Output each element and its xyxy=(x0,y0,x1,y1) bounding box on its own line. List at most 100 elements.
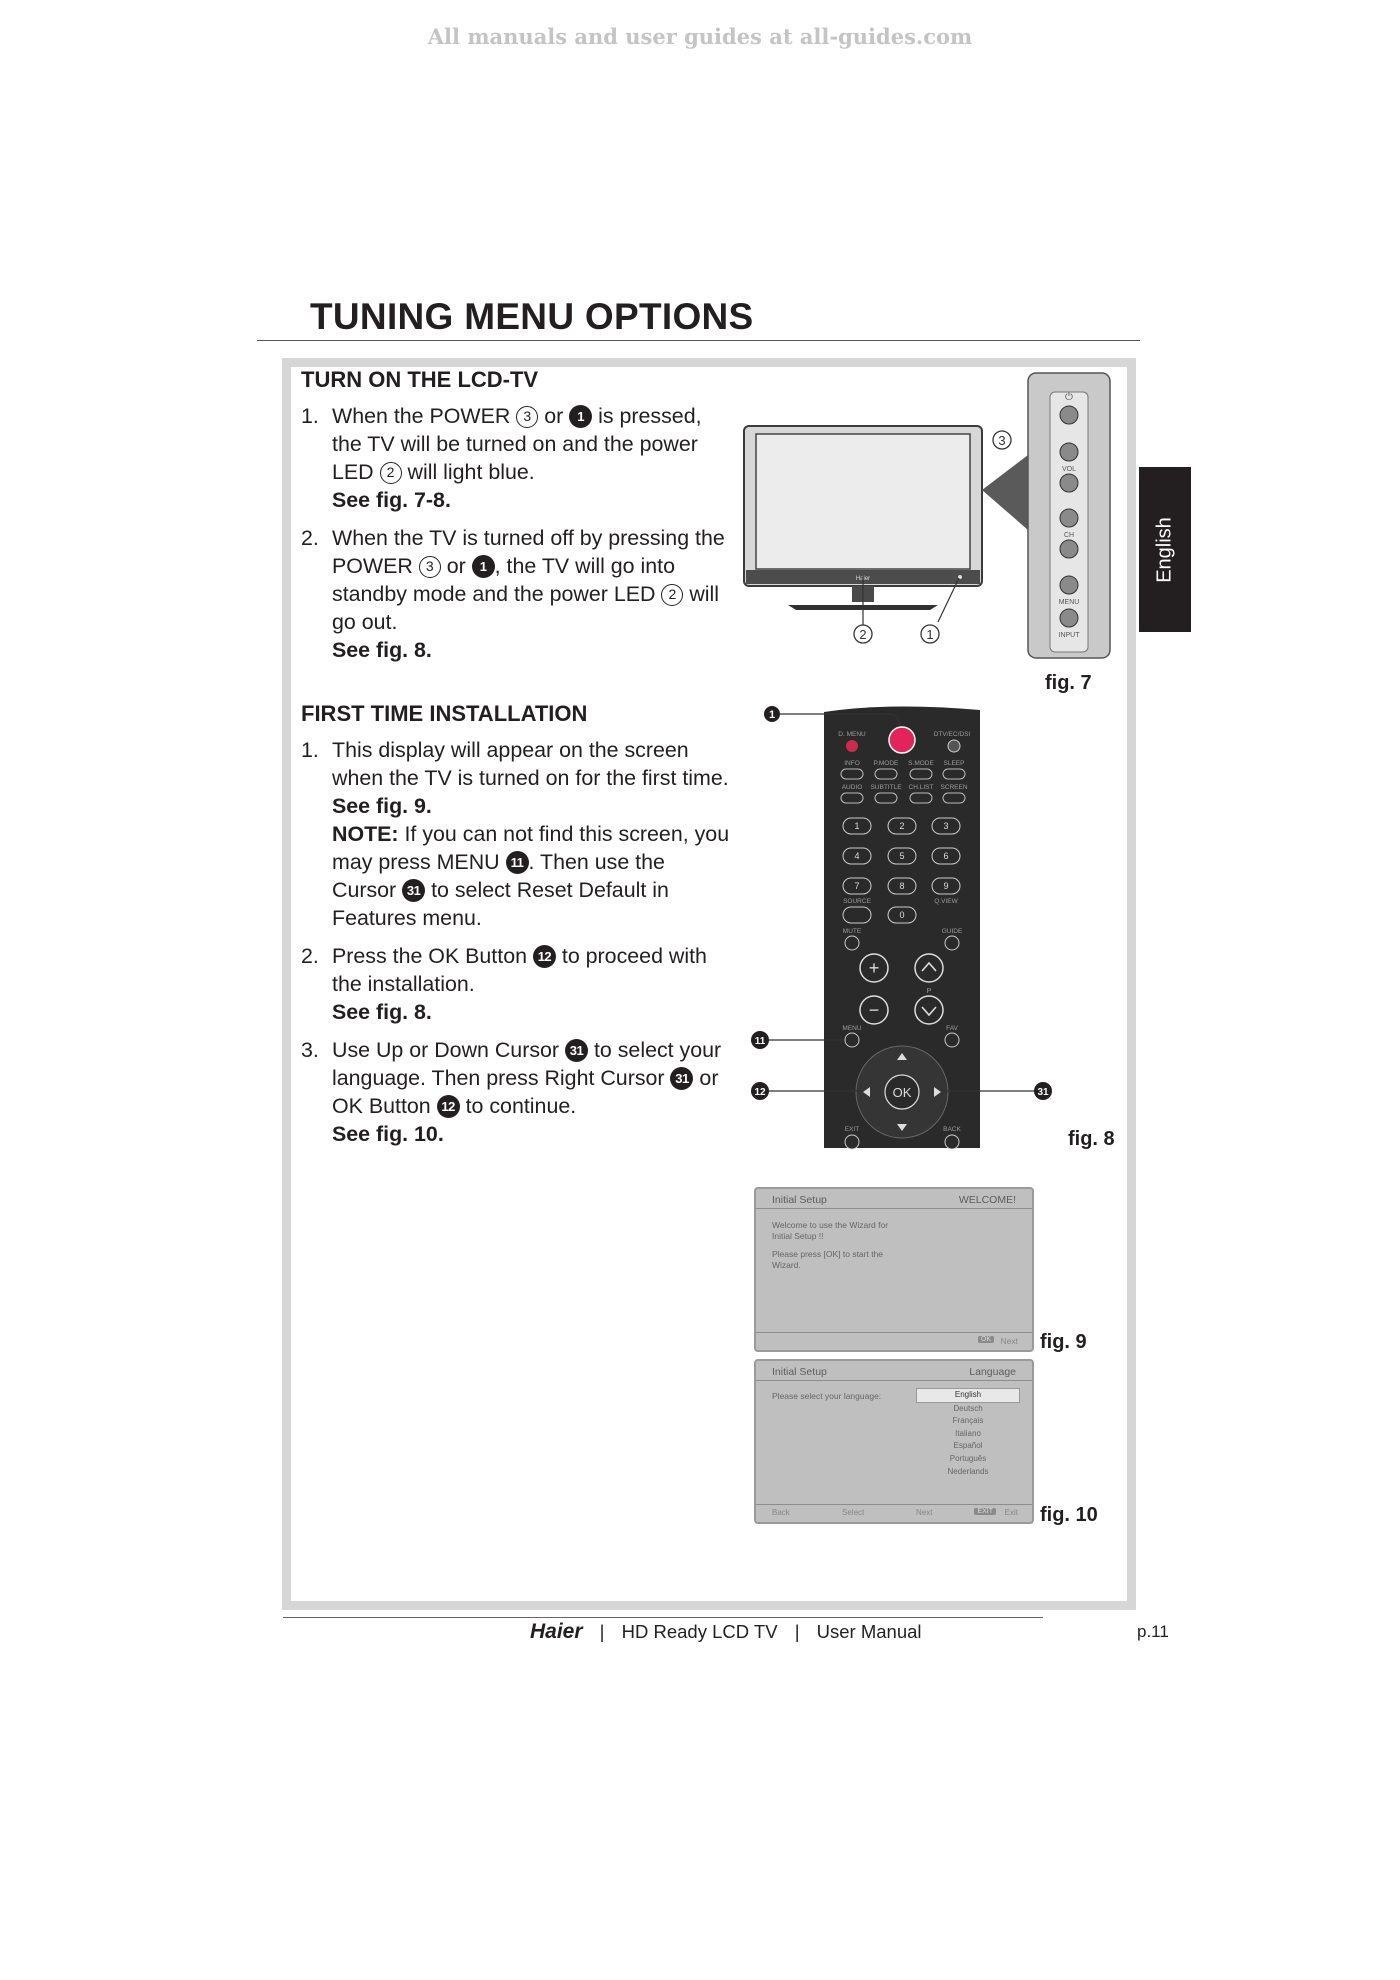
remote-label-qview: Q.VIEW xyxy=(934,898,958,905)
volume-up-button-icon xyxy=(859,953,889,983)
pmode-button-icon xyxy=(874,768,898,780)
p-label: P xyxy=(927,988,932,995)
fig8-remote-illustration: D. MENU DTV/EC/DSI INFO P.MODE S.MODE SL… xyxy=(751,706,1052,1150)
step-text: Use Up or Down Cursor xyxy=(332,1038,565,1062)
callout-line xyxy=(889,713,901,727)
arrow-down-icon xyxy=(897,1124,907,1131)
num-0-button-icon xyxy=(887,906,917,924)
step-number: 3. xyxy=(301,1038,319,1062)
step-text: to continue. xyxy=(459,1094,577,1118)
language-prompt: Please select your language: xyxy=(772,1391,882,1401)
watermark: All manuals and user guides at all-guide… xyxy=(427,24,973,49)
side-tab-label: English xyxy=(1153,516,1176,583)
callout-marker xyxy=(751,1031,769,1049)
step-number: 2. xyxy=(301,526,319,550)
step-text: to select your language. Then press Righ… xyxy=(332,1038,722,1090)
note-label: NOTE: xyxy=(332,822,399,846)
remote-label-menu: MENU xyxy=(842,1025,861,1032)
callout-number: 12 xyxy=(754,1087,766,1098)
callout-marker xyxy=(992,430,1012,450)
screen-header-left: Initial Setup xyxy=(772,1194,827,1206)
page-footer: Haier | HD Ready LCD TV | User Manual xyxy=(530,1620,922,1644)
footer-select-label: Select xyxy=(842,1508,865,1517)
language-list: English Deutsch Français Italiano Españo… xyxy=(916,1388,1020,1478)
language-option-selected[interactable]: English xyxy=(916,1388,1020,1403)
language-option[interactable]: Português xyxy=(949,1453,987,1463)
remote-label-smode: S.MODE xyxy=(908,760,934,767)
language-option[interactable]: Français xyxy=(952,1416,984,1426)
step-text: or xyxy=(538,404,570,428)
page-title: TUNING MENU OPTIONS xyxy=(310,296,754,337)
note: NOTE: If you can not find this screen, y… xyxy=(332,822,729,930)
figure-reference: See fig. 8. xyxy=(332,638,432,662)
callout-number: 1 xyxy=(769,709,775,721)
language-side-tab: English xyxy=(1139,467,1191,632)
callout-marker xyxy=(764,706,780,722)
step-number: 2. xyxy=(301,944,319,968)
channel-up-button-icon xyxy=(914,953,944,983)
step-text: Press the OK Button xyxy=(332,944,533,968)
panel-label-input: INPUT xyxy=(1059,632,1081,639)
welcome-line: Initial Setup !! xyxy=(772,1231,824,1241)
sleep-button-icon xyxy=(942,768,966,780)
figure-reference: See fig. 8. xyxy=(332,1000,432,1024)
fig9-label: fig. 9 xyxy=(1040,1331,1087,1353)
screen-header-left: Initial Setup xyxy=(772,1366,827,1378)
fig10-language-screen: Initial Setup Language Please select you… xyxy=(754,1359,1034,1524)
callout-number: 2 xyxy=(859,627,866,642)
num-label: 5 xyxy=(899,851,904,861)
callout-number: 31 xyxy=(1037,1087,1049,1098)
screen-header: Initial Setup Language xyxy=(756,1361,1032,1381)
num-label: 3 xyxy=(943,821,948,831)
callout-badge: 2 xyxy=(379,462,402,484)
list-item: 2. When the TV is turned off by pressing… xyxy=(301,524,731,664)
language-option[interactable]: Deutsch xyxy=(953,1403,983,1413)
remote-label-chlist: CH.LIST xyxy=(909,784,934,791)
callout-badge: 31 xyxy=(670,1067,694,1090)
tv-screen xyxy=(755,433,971,570)
remote-label-sleep: SLEEP xyxy=(944,760,965,767)
language-option[interactable]: Nederlands xyxy=(947,1466,989,1476)
num-label: 4 xyxy=(854,851,859,861)
channel-down-button-icon xyxy=(914,995,944,1025)
panel-label-menu: MENU xyxy=(1059,599,1080,606)
num-label: 2 xyxy=(899,821,904,831)
callout-number: 1 xyxy=(926,627,933,642)
step-text: or OK Button xyxy=(332,1066,719,1118)
footer-separator: | xyxy=(599,1621,605,1642)
num-2-button-icon xyxy=(887,817,917,835)
section-turn-on: TURN ON THE LCD-TV 1. When the POWER 3 o… xyxy=(301,366,731,674)
volume-down-button-icon xyxy=(859,995,889,1025)
num-7-button-icon xyxy=(842,877,872,895)
list-item: 3. Use Up or Down Cursor 31 to select yo… xyxy=(301,1036,731,1148)
num-4-button-icon xyxy=(842,847,872,865)
ok-button-icon xyxy=(884,1074,920,1110)
remote-label-dtv: DTV/EC/DSI xyxy=(934,731,971,738)
minus-glyph: − xyxy=(869,1000,880,1020)
power-symbol-icon: ⏻ xyxy=(1065,392,1073,403)
language-option[interactable]: Español xyxy=(953,1441,983,1451)
callout-badge: 1 xyxy=(471,555,495,578)
language-option[interactable]: Italiano xyxy=(955,1428,981,1438)
section-heading: FIRST TIME INSTALLATION xyxy=(301,701,588,726)
ok-key-icon: OK xyxy=(977,1336,994,1343)
welcome-line: Wizard. xyxy=(772,1260,801,1270)
section-first-install: FIRST TIME INSTALLATION 1. This display … xyxy=(301,700,731,1158)
welcome-message: Welcome to use the Wizard for Initial Se… xyxy=(772,1220,888,1271)
step-number: 1. xyxy=(301,404,319,428)
brand-logo: Haier xyxy=(530,1620,583,1643)
title-divider xyxy=(257,340,1140,341)
num-6-button-icon xyxy=(931,847,961,865)
callout-badge: 12 xyxy=(532,945,556,968)
callout-badge: 3 xyxy=(418,556,441,578)
audio-button-icon xyxy=(840,792,864,804)
panel-label-vol: VOL xyxy=(1062,466,1076,473)
remote-label-guide: GUIDE xyxy=(942,928,963,935)
figure-reference: See fig. 9. xyxy=(332,794,432,818)
ch-down-button-icon xyxy=(1059,539,1079,559)
fig10-label: fig. 10 xyxy=(1040,1504,1098,1526)
num-label: 1 xyxy=(854,821,859,831)
remote-body xyxy=(824,706,980,1148)
subtitle-button-icon xyxy=(874,792,898,804)
callout-marker xyxy=(751,1082,769,1100)
